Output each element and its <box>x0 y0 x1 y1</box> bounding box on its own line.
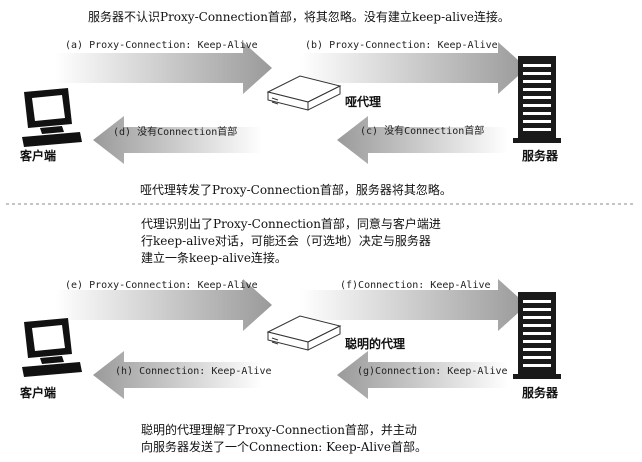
dumb-proxy-label: 哑代理 <box>345 95 382 109</box>
server-icon <box>513 292 561 379</box>
top-heading: 服务器不认识Proxy-Connection首部，将其忽略。没有建立keep-a… <box>88 10 510 24</box>
bottom-heading-line-2: 行keep-alive对话，可能还会（可选地）决定与服务器 <box>141 234 431 248</box>
arrow-f <box>300 279 527 331</box>
arrow-g <box>337 351 508 399</box>
client-computer-icon <box>22 318 82 377</box>
proxy-box-icon <box>266 75 342 111</box>
bottom-footer-line-1: 聪明的代理理解了Proxy-Connection首部，并主动 <box>141 423 417 437</box>
arrow-c <box>337 116 508 164</box>
arrow-b-label: (b) Proxy-Connection: Keep-Alive <box>305 40 498 51</box>
bottom-heading-line-1: 代理识别出了Proxy-Connection首部，同意与客户端进 <box>141 217 441 231</box>
arrow-e <box>55 279 272 331</box>
arrow-b <box>300 42 527 94</box>
bottom-footer-line-2: 向服务器发送了一个Connection: Keep-Alive首部。 <box>141 440 427 454</box>
arrow-h <box>93 351 262 399</box>
server-icon <box>513 56 561 143</box>
arrow-d <box>93 116 262 164</box>
client-label: 客户端 <box>20 149 57 163</box>
proxy-box-icon <box>266 315 342 351</box>
arrow-g-label: (g)Connection: Keep-Alive <box>357 366 508 377</box>
arrow-h-label: (h) Connection: Keep-Alive <box>115 366 272 377</box>
smart-proxy-label: 聪明的代理 <box>345 337 406 351</box>
arrow-a <box>55 42 272 94</box>
client-computer-icon <box>22 88 82 147</box>
arrow-f-label: (f)Connection: Keep-Alive <box>340 280 491 291</box>
arrow-e-label: (e) Proxy-Connection: Keep-Alive <box>65 280 258 291</box>
arrow-d-label: (d) 没有Connection首部 <box>113 127 238 138</box>
server-label: 服务器 <box>522 149 559 163</box>
arrow-c-label: (c) 没有Connection首部 <box>360 126 485 137</box>
server-label: 服务器 <box>522 386 559 400</box>
bottom-heading-line-3: 建立一条keep-alive连接。 <box>141 251 287 265</box>
client-label: 客户端 <box>20 386 57 400</box>
top-footer: 哑代理转发了Proxy-Connection首部，服务器将其忽略。 <box>140 183 452 197</box>
arrow-a-label: (a) Proxy-Connection: Keep-Alive <box>65 40 258 51</box>
